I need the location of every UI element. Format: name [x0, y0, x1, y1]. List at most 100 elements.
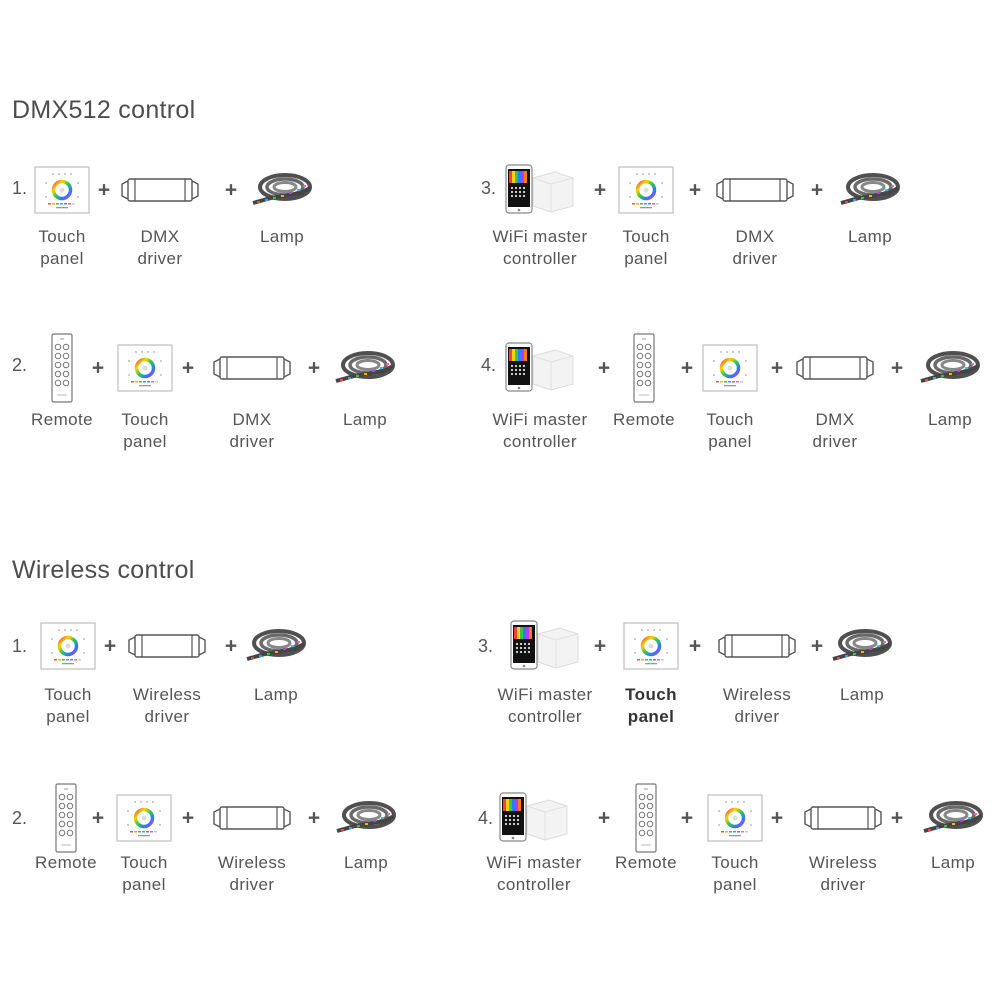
lamp-icon [839, 171, 901, 209]
touch-panel-icon [702, 344, 758, 392]
driver-icon [126, 633, 208, 659]
device-label-line-2: controller [503, 432, 577, 451]
device-label-line-1: Lamp [839, 685, 885, 704]
row-number: 1. [12, 178, 28, 198]
device-label-line-1: Touch [44, 685, 92, 704]
row-number: 4. [481, 355, 497, 375]
device-label-line-2: panel [708, 432, 752, 451]
device-label: DMX driver [813, 409, 858, 453]
device-label-line-2: driver [732, 249, 778, 268]
plus-sign: + [770, 356, 784, 380]
plus-sign: + [597, 806, 611, 830]
plus-sign: + [890, 356, 904, 380]
device-label-line-1: Remote [31, 410, 93, 429]
plus-sign: + [91, 356, 105, 380]
device-label-line-1: WiFi master [497, 685, 593, 704]
device-label-line-1: Lamp [847, 227, 893, 246]
device-label-line-1: DMX [140, 227, 180, 246]
lamp-icon [245, 627, 307, 665]
device-label: Lamp [848, 226, 892, 248]
device-label-line-1: Remote [35, 853, 97, 872]
row-number: 3. [481, 178, 497, 198]
wifi-controller-icon [510, 620, 580, 672]
plus-sign: + [680, 356, 694, 380]
device-label: Lamp [343, 409, 387, 431]
lamp-icon [919, 349, 981, 387]
plus-sign: + [307, 356, 321, 380]
plus-sign: + [224, 178, 238, 202]
touch-panel-icon [623, 622, 679, 670]
device-label-line-1: Touch [120, 853, 168, 872]
device-label: DMX driver [230, 409, 275, 453]
plus-sign: + [680, 806, 694, 830]
driver-icon [211, 355, 293, 381]
device-label-line-1: Remote [615, 853, 677, 872]
driver-icon [714, 177, 796, 203]
device-label-line-1: WiFi master [492, 410, 588, 429]
row-number: 4. [478, 808, 494, 828]
device-label-line-1: WiFi master [486, 853, 582, 872]
device-label-line-2: panel [122, 875, 166, 894]
plus-sign: + [224, 634, 238, 658]
lamp-icon [922, 799, 984, 837]
device-label-line-1: WiFi master [492, 227, 588, 246]
device-label: DMX driver [138, 226, 183, 270]
device-label: Remote [613, 409, 675, 431]
plus-sign: + [181, 356, 195, 380]
device-label: Lamp [260, 226, 304, 248]
wifi-controller-icon [499, 792, 569, 844]
device-label: Touch panel [706, 409, 753, 453]
device-label: Lamp [931, 852, 975, 874]
device-label-line-1: Lamp [342, 410, 388, 429]
device-label: Remote [31, 409, 93, 431]
plus-sign: + [688, 634, 702, 658]
plus-sign: + [770, 806, 784, 830]
device-label-line-2: panel [627, 707, 675, 726]
device-label-line-1: Touch [121, 410, 169, 429]
driver-icon [211, 805, 293, 831]
device-label-line-2: driver [137, 249, 183, 268]
device-label-line-1: Wireless [217, 853, 287, 872]
device-label: Touch panel [120, 852, 167, 896]
wifi-controller-icon [505, 164, 575, 216]
wifi-controller-icon [505, 342, 575, 394]
lamp-icon [831, 627, 893, 665]
row-number: 2. [12, 355, 28, 375]
lamp-icon [251, 171, 313, 209]
device-label-line-1: Touch [622, 227, 670, 246]
device-label-line-1: DMX [815, 410, 855, 429]
driver-icon [802, 805, 884, 831]
plus-sign: + [97, 178, 111, 202]
lamp-icon [334, 349, 396, 387]
device-label-line-1: Lamp [253, 685, 299, 704]
device-label-line-2: controller [497, 875, 571, 894]
driver-icon [119, 177, 201, 203]
device-label-line-2: controller [508, 707, 582, 726]
device-label-line-2: driver [229, 432, 275, 451]
plus-sign: + [91, 806, 105, 830]
row-number: 1. [12, 636, 28, 656]
device-label-line-2: panel [713, 875, 757, 894]
device-label-line-2: driver [812, 432, 858, 451]
plus-sign: + [593, 634, 607, 658]
device-label: WiFi master controller [492, 226, 587, 270]
device-label: Remote [615, 852, 677, 874]
device-label-line-1: DMX [232, 410, 272, 429]
device-label: Lamp [840, 684, 884, 706]
device-label-line-2: controller [503, 249, 577, 268]
device-label: Lamp [254, 684, 298, 706]
device-label: WiFi master controller [486, 852, 581, 896]
plus-sign: + [688, 178, 702, 202]
row-number: 2. [12, 808, 28, 828]
device-label: Lamp [344, 852, 388, 874]
device-label-line-1: Touch [706, 410, 754, 429]
device-label-line-2: panel [40, 249, 84, 268]
